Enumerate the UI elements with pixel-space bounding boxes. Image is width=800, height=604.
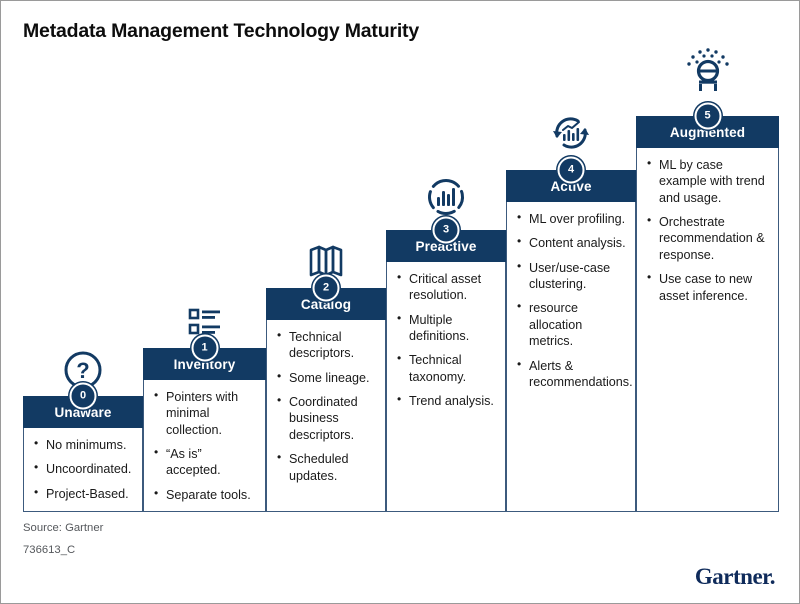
list-item: “As is” accepted. [154, 445, 257, 479]
list-item: Trend analysis. [397, 392, 497, 409]
list-item: User/use-case clustering. [517, 259, 627, 293]
list-item: Use case to new asset inference. [647, 270, 770, 304]
step-5-augmented[interactable]: 5 Augmented ML by case example with tren… [636, 48, 779, 512]
step-2-catalog[interactable]: 2 Catalog Technical descriptors. Some li… [266, 231, 386, 512]
refresh-cycle-chart-icon [506, 111, 636, 157]
list-item: Separate tools. [154, 486, 257, 503]
step-badge-0: 0 [69, 382, 97, 410]
step-bullets-1: Pointers with minimal collection. “As is… [144, 380, 265, 511]
step-badge-2: 2 [312, 274, 340, 302]
step-badge-5: 5 [694, 102, 721, 130]
list-item: No minimums. [34, 436, 134, 453]
list-item: Coordinated business descriptors. [277, 393, 377, 443]
step-badge-1: 1 [191, 334, 218, 362]
step-3-preactive[interactable]: 3 Preactive Critical asset resolution. M… [386, 173, 506, 512]
step-body-3: Critical asset resolution. Multiple defi… [386, 262, 506, 512]
list-item: Pointers with minimal collection. [154, 388, 257, 438]
gartner-logo-text: Gartner [694, 564, 770, 589]
step-bullets-2: Technical descriptors. Some lineage. Coo… [267, 320, 385, 500]
step-body-0: No minimums. Uncoordinated. Project-Base… [23, 428, 143, 512]
step-body-5: ML by case example with trend and usage.… [636, 148, 779, 512]
step-badge-3: 3 [432, 216, 460, 244]
list-item: Critical asset resolution. [397, 270, 497, 304]
gartner-logo: Gartner. [694, 564, 776, 590]
svg-text:?: ? [76, 358, 89, 383]
source-label: Source: Gartner [23, 522, 104, 534]
list-item: Technical taxonomy. [397, 351, 497, 385]
list-item: Scheduled updates. [277, 450, 377, 484]
step-bullets-0: No minimums. Uncoordinated. Project-Base… [24, 428, 142, 511]
step-4-active[interactable]: 4 Active ML over profiling. Content anal… [506, 111, 636, 512]
list-item: resource allocation metrics. [517, 299, 627, 349]
list-item: Technical descriptors. [277, 328, 377, 362]
step-0-unaware[interactable]: ? 0 Unaware No minimums. Uncoordinated. … [23, 335, 143, 512]
ai-lightbulb-sparkle-icon [636, 48, 779, 97]
step-1-inventory[interactable]: 1 Inventory Pointers with minimal collec… [143, 291, 266, 512]
list-item: Project-Based. [34, 485, 134, 502]
step-title-3: Preactive [386, 230, 506, 262]
list-item: Orchestrate recommendation & response. [647, 213, 770, 263]
step-bullets-3: Critical asset resolution. Multiple defi… [387, 262, 505, 426]
page-title: Metadata Management Technology Maturity [23, 20, 419, 42]
list-item: Some lineage. [277, 369, 377, 386]
list-item: Content analysis. [517, 234, 627, 251]
step-title-5: Augmented [636, 116, 779, 148]
bulleted-list-icon [143, 295, 266, 341]
step-body-1: Pointers with minimal collection. “As is… [143, 380, 266, 512]
list-item: Uncoordinated. [34, 460, 134, 477]
step-bullets-4: ML over profiling. Content analysis. Use… [507, 202, 635, 406]
bar-chart-dashed-circle-icon [386, 173, 506, 219]
list-item: Multiple definitions. [397, 311, 497, 345]
list-item: ML by case example with trend and usage. [647, 156, 770, 206]
step-body-4: ML over profiling. Content analysis. Use… [506, 202, 636, 512]
step-badge-4: 4 [557, 156, 585, 184]
list-item: Alerts & recommendations. [517, 357, 633, 391]
document-id: 736613_C [23, 544, 76, 556]
step-bullets-5: ML by case example with trend and usage.… [637, 148, 778, 320]
list-item: ML over profiling. [517, 210, 627, 227]
step-body-2: Technical descriptors. Some lineage. Coo… [266, 320, 386, 512]
gartner-logo-dot: . [769, 564, 776, 589]
